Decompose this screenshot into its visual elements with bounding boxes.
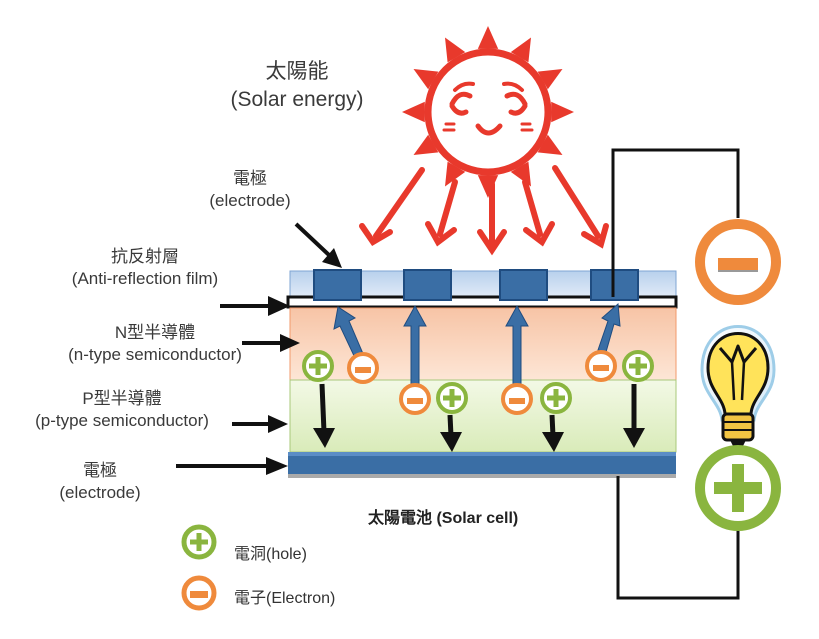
electrode-top-en: (electrode) (209, 191, 291, 210)
hole-flow-arrows (313, 383, 645, 452)
electrode-bottom-en: (electrode) (59, 483, 141, 502)
hole-particle (622, 350, 654, 382)
sun-ray (477, 175, 499, 198)
sun-ray (413, 134, 439, 155)
ntype-en: (n-type semiconductor) (68, 345, 242, 364)
sun-ray (445, 161, 466, 187)
top-electrode-3 (499, 269, 548, 301)
antireflection-zh: 抗反射層 (111, 247, 179, 266)
hole-particle (540, 382, 572, 414)
ntype-label: N型半導體 (n-type semiconductor) (40, 322, 270, 366)
sun-ray (510, 37, 531, 63)
electrode-top-zh: 電極 (233, 169, 267, 188)
sun-ray (477, 26, 499, 49)
sun-label-en: (Solar energy) (230, 88, 364, 111)
positive-terminal (695, 445, 781, 531)
sun-label-zh: 太陽能 (265, 60, 329, 83)
sun-eye-left (449, 91, 473, 116)
electron-flow-arrows (333, 302, 621, 386)
sun-rays (402, 26, 574, 198)
antireflection-label: 抗反射層 (Anti-reflection film) (40, 246, 250, 290)
external-circuit (611, 148, 740, 600)
sun (402, 26, 574, 198)
electrode-bottom-label: 電極 (electrode) (40, 460, 160, 504)
electron-particle (501, 383, 533, 415)
top-contact-bar (286, 295, 678, 309)
sun-ray (445, 37, 466, 63)
antireflection-en: (Anti-reflection film) (71, 269, 219, 288)
electron-particle (585, 350, 617, 382)
negative-terminal (695, 219, 781, 305)
p-type-layer (289, 379, 677, 453)
legend-hole-icon (181, 524, 217, 560)
sun-mouth (475, 123, 503, 136)
ptype-en: (p-type semiconductor) (35, 411, 209, 430)
legend-electron-icon (181, 575, 217, 611)
sunlight-arrows (359, 165, 609, 256)
solar-cell (286, 269, 678, 478)
sun-ray (537, 69, 563, 90)
hole-particle (436, 382, 468, 414)
top-electrode-1 (313, 269, 362, 301)
electron-particle (347, 352, 379, 384)
electrode-top-label: 電極 (electrode) (190, 168, 310, 212)
sun-ray (413, 69, 439, 90)
sun-label: 太陽能 (Solar energy) (212, 58, 382, 114)
legend-hole-label: 電洞(hole) (234, 546, 307, 563)
sun-ray (402, 101, 425, 123)
ntype-zh: N型半導體 (114, 323, 196, 342)
cell-title: 太陽電池 (Solar cell) (368, 510, 519, 527)
light-bulb-icon (700, 325, 776, 448)
label-pointer-arrows (176, 222, 342, 475)
sun-ray (537, 134, 563, 155)
ptype-label: P型半導體 (p-type semiconductor) (4, 388, 240, 432)
particles (302, 350, 654, 415)
sun-ray (551, 101, 574, 123)
legend-electron-label: 電子(Electron) (234, 590, 336, 607)
ptype-zh: P型半導體 (82, 389, 162, 408)
sun-face (424, 48, 552, 176)
top-electrode-2 (403, 269, 452, 301)
electron-particle (399, 383, 431, 415)
electrode-bottom-zh: 電極 (83, 461, 117, 480)
hole-particle (302, 350, 334, 382)
sun-eye-right (504, 91, 528, 116)
